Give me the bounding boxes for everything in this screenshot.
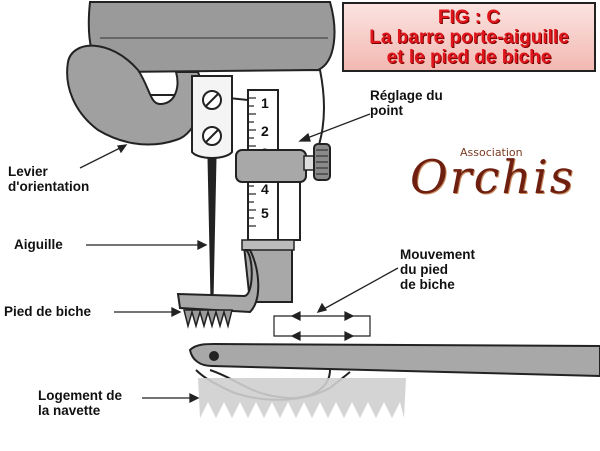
label-pied: Pied de biche [4,304,92,319]
label-aiguille: Aiguille [14,237,63,252]
label-line: Logement de [38,388,123,403]
orientation-lever [66,44,203,146]
scale-number: 4 [261,181,269,197]
figure-title-line: et le pied de biche [386,47,552,68]
label-line: du pied [400,262,448,277]
label-mouvement: Mouvement du pied de biche [400,247,475,292]
label-line: de biche [400,277,455,292]
logo-orchis: Orchis [410,150,576,204]
feed-dog-base-teeth [198,378,406,418]
label-reglage: Réglage du point [370,88,443,118]
presser-foot-collar [241,239,295,251]
label-line: Levier [8,164,48,179]
label-logement: Logement de la navette [38,388,122,418]
logo-association-text: Association [460,146,523,159]
label-line: la navette [38,403,101,418]
needle [207,157,217,301]
feed-dog-teeth [183,309,233,329]
figure-number: FIG : C [437,7,501,28]
label-line: d'orientation [8,179,90,194]
figure-title-box: FIG : C La barre porte-aiguille et le pi… [342,2,596,72]
presser-foot [176,249,260,314]
stitch-regulator-collar [235,149,307,183]
feed-movement-diagram [273,311,371,341]
label-line: Mouvement [400,247,476,262]
leader-lines [79,113,399,404]
label-line: Réglage du [370,88,443,103]
scale-number: 2 [261,123,269,139]
figure-title-line: La barre porte-aiguille [369,27,569,48]
scale-number: 5 [261,205,269,221]
shuttle-plate [188,342,600,378]
plate-hole-icon [209,351,219,361]
label-levier: Levier d'orientation [8,164,89,194]
scale-number: 1 [261,95,269,111]
label-line: point [370,103,403,118]
